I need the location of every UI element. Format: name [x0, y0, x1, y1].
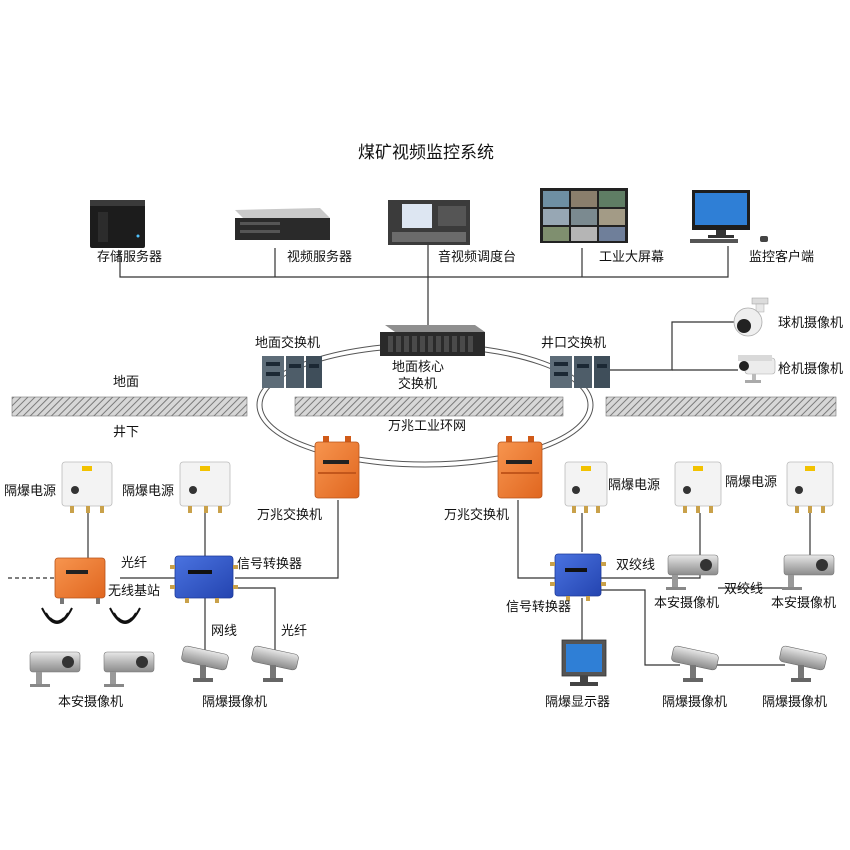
well-switch-label: 井口交换机 — [541, 336, 607, 351]
left-explosion-camera-label: 隔爆摄像机 — [202, 695, 268, 710]
bullet-camera-icon — [738, 355, 776, 383]
monitoring-client-label: 监控客户端 — [749, 250, 815, 265]
left-10g-switch-label: 万兆交换机 — [257, 508, 323, 523]
explosion-camera-icon-1 — [181, 645, 229, 682]
core-switch-label-line2: 交换机 — [398, 377, 438, 392]
left-psu-label-1: 隔爆电源 — [4, 484, 57, 499]
twisted-pair-label-1: 双绞线 — [616, 558, 656, 573]
psu-icon-5 — [786, 461, 834, 513]
right-psu-label-1: 隔爆电源 — [608, 478, 661, 493]
well-switch-icon — [550, 356, 610, 388]
storage-server-label: 存储服务器 — [97, 250, 163, 265]
monitoring-client-icon — [690, 190, 768, 243]
wireless-station-icon — [54, 557, 106, 604]
ground-label: 地面 — [113, 375, 140, 390]
left-10g-switch-icon — [314, 436, 360, 499]
explosion-camera-icon-2 — [251, 645, 299, 682]
explosion-camera-icon-4 — [779, 645, 827, 682]
right-safe-camera-label-1: 本安摄像机 — [654, 596, 720, 611]
big-screen-icon — [540, 188, 628, 243]
left-safe-camera-label: 本安摄像机 — [58, 695, 124, 710]
av-console-label: 音视频调度台 — [438, 250, 517, 265]
explosion-camera-icon-3 — [671, 645, 719, 682]
explosion-display-label: 隔爆显示器 — [545, 695, 611, 710]
wireless-signal-icon-2 — [109, 607, 141, 624]
bullet-camera-label: 枪机摄像机 — [778, 362, 844, 377]
wireless-signal-icon-1 — [41, 607, 73, 624]
right-signal-converter-icon — [550, 553, 606, 601]
left-signal-converter-icon — [170, 555, 238, 603]
right-explosion-camera-label-1: 隔爆摄像机 — [662, 695, 728, 710]
right-psu-label-2: 隔爆电源 — [725, 475, 778, 490]
dome-camera-label: 球机摄像机 — [778, 316, 844, 331]
diagram-title: 煤矿视频监控系统 — [358, 143, 494, 163]
psu-icon-3 — [564, 461, 608, 513]
right-signal-converter-label: 信号转换器 — [506, 600, 572, 615]
right-10g-switch-label: 万兆交换机 — [444, 508, 510, 523]
right-10g-switch-icon — [497, 436, 543, 499]
core-switch-icon — [380, 325, 485, 356]
psu-icon-4 — [674, 461, 722, 513]
av-console-icon — [388, 200, 470, 245]
connection-lines — [87, 245, 811, 666]
twisted-pair-label-2: 双绞线 — [724, 582, 764, 597]
safe-camera-icon-2 — [103, 651, 155, 687]
ground-switch-label: 地面交换机 — [255, 336, 321, 351]
ground-switch-icon — [262, 356, 322, 388]
left-psu-label-2: 隔爆电源 — [122, 484, 175, 499]
safe-camera-icon-4 — [782, 554, 835, 590]
core-switch-label-line1: 地面核心 — [392, 360, 445, 375]
cable-label: 网线 — [211, 624, 238, 639]
right-explosion-camera-label-2: 隔爆摄像机 — [762, 695, 828, 710]
ground-surface — [11, 396, 837, 417]
explosion-display-icon — [561, 639, 607, 686]
ring-network-label: 万兆工业环网 — [388, 419, 467, 434]
dome-camera-icon — [733, 297, 769, 337]
safe-camera-icon-1 — [29, 651, 81, 687]
video-server-icon — [235, 208, 330, 240]
fiber-label-1: 光纤 — [121, 556, 148, 571]
big-screen-label: 工业大屏幕 — [599, 250, 665, 265]
wireless-station-label: 无线基站 — [108, 584, 161, 599]
left-signal-converter-label: 信号转换器 — [237, 557, 303, 572]
psu-icon-1 — [61, 461, 113, 513]
fiber-label-2: 光纤 — [281, 624, 308, 639]
psu-icon-2 — [179, 461, 231, 513]
safe-camera-icon-3 — [666, 554, 719, 590]
storage-server-icon — [90, 200, 145, 248]
right-safe-camera-label-2: 本安摄像机 — [771, 596, 837, 611]
underground-label: 井下 — [113, 425, 140, 440]
video-server-label: 视频服务器 — [287, 250, 353, 265]
